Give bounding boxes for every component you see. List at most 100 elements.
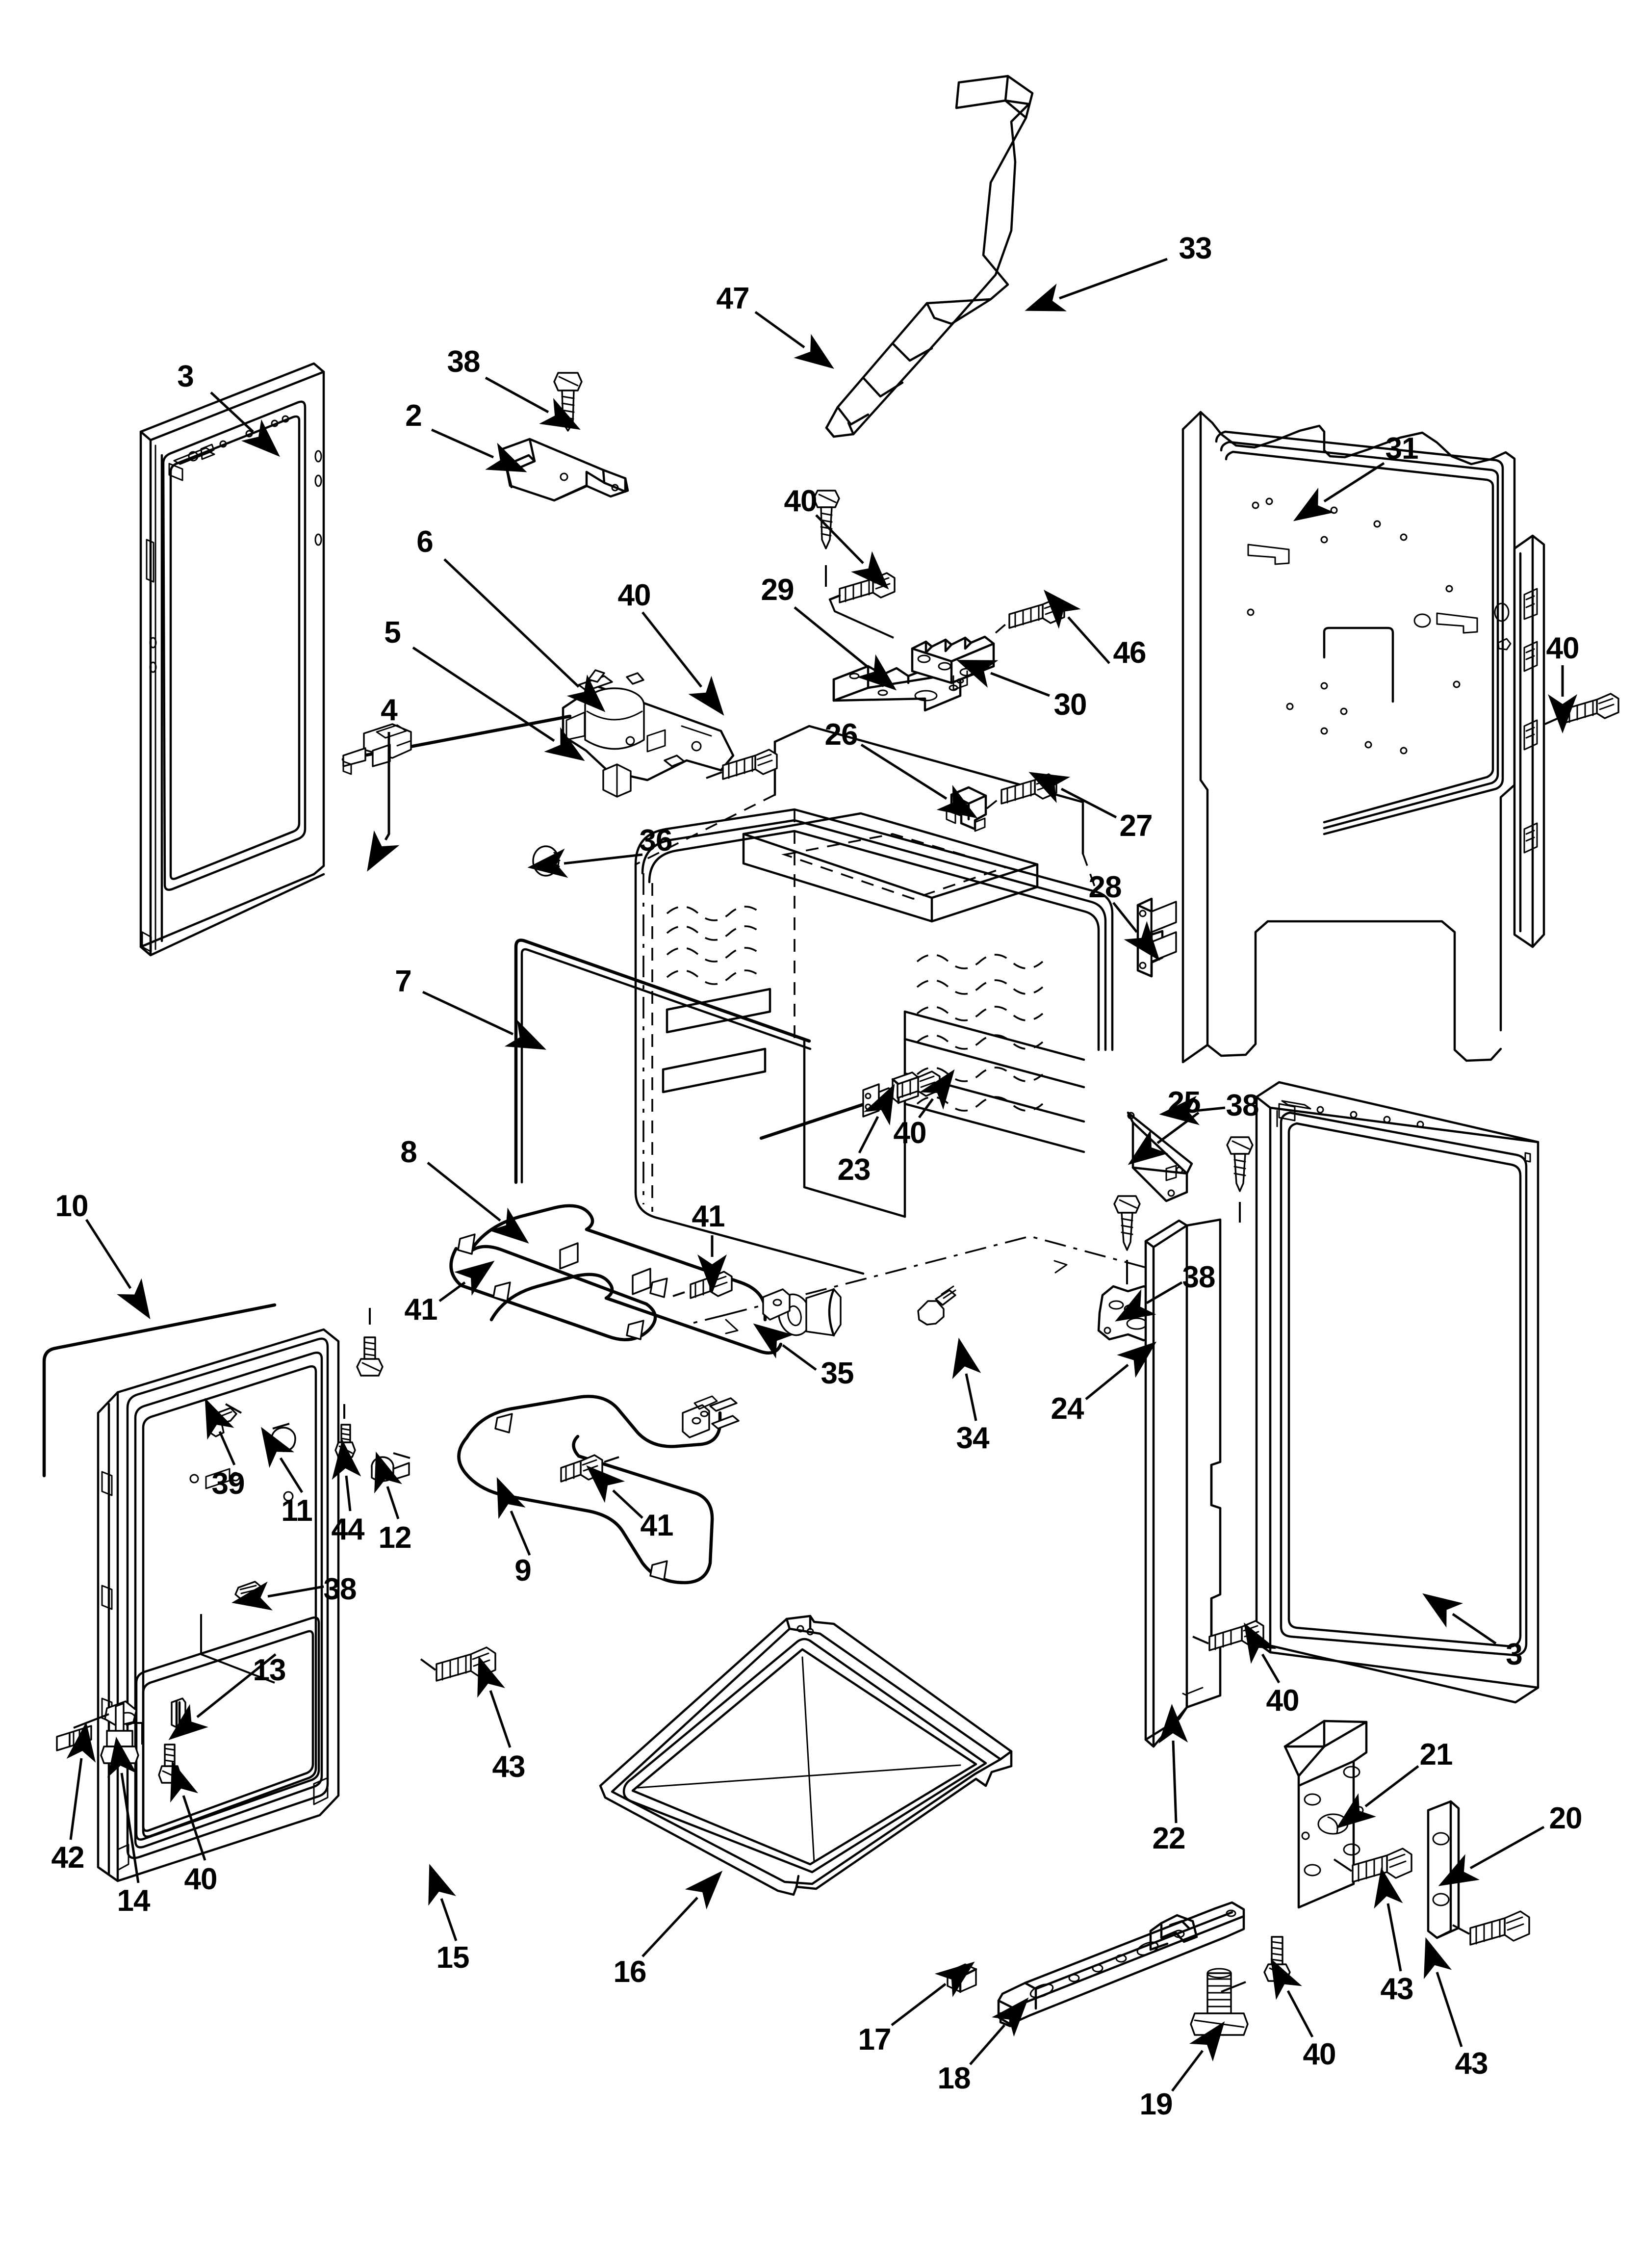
- callout-43-a[interactable]: 43: [492, 1750, 526, 1784]
- callout-39[interactable]: 39: [211, 1467, 245, 1501]
- callout-6[interactable]: 6: [416, 525, 433, 559]
- callout-43-b[interactable]: 43: [1380, 1972, 1414, 2006]
- callout-27[interactable]: 27: [1119, 809, 1153, 843]
- part-22-inner-side-liner: [1144, 1218, 1222, 1748]
- callout-29[interactable]: 29: [761, 573, 795, 607]
- part-41-screw-element-c: [560, 1454, 619, 1483]
- callout-2[interactable]: 2: [405, 399, 422, 433]
- callout-22[interactable]: 22: [1152, 1822, 1186, 1855]
- part-34-oven-light-bulb: [917, 1285, 956, 1326]
- callout-5[interactable]: 5: [384, 616, 401, 650]
- callout-12[interactable]: 12: [378, 1521, 412, 1555]
- part-6-door-lock-motor-assembly: [562, 669, 735, 798]
- part-2-bracket-vent-trim: [501, 438, 629, 502]
- part-7-frame-rod: [514, 938, 812, 1184]
- callout-36[interactable]: 36: [639, 824, 673, 858]
- callout-9[interactable]: 9: [514, 1554, 531, 1588]
- part-43-screw-slotted-hex-c: [1452, 1910, 1530, 1946]
- callout-34[interactable]: 34: [956, 1421, 990, 1455]
- callout-38[interactable]: 38: [447, 345, 481, 379]
- part-16-oven-bottom-panel: [599, 1615, 1013, 1896]
- callout-8[interactable]: 8: [400, 1135, 417, 1169]
- part-10-door-seal-rod: [42, 1303, 277, 1478]
- callout-40-e[interactable]: 40: [1266, 1684, 1300, 1718]
- part-9-broil-element: [457, 1395, 740, 1585]
- callout-21[interactable]: 21: [1419, 1738, 1453, 1772]
- callout-18[interactable]: 18: [937, 2061, 971, 2095]
- callout-38-b[interactable]: 38: [1226, 1089, 1259, 1122]
- part-36-cap-plug: [532, 845, 561, 877]
- callout-43-c[interactable]: 43: [1455, 2047, 1488, 2081]
- callout-11[interactable]: 11: [281, 1494, 313, 1528]
- part-38-screw-hex-head-c: [1113, 1195, 1141, 1284]
- part-40-screw-sheet-metal-c: [1544, 693, 1619, 725]
- callout-23[interactable]: 23: [837, 1153, 871, 1187]
- callout-40-d[interactable]: 40: [893, 1116, 927, 1150]
- callout-46[interactable]: 46: [1113, 636, 1147, 670]
- part-41-screw-element-b: [356, 1308, 384, 1377]
- leader-lines: [66, 258, 1577, 2092]
- part-3-right-side-panel: [1255, 1081, 1539, 1704]
- part-33-vent-duct-trim: [825, 75, 1034, 438]
- callout-14[interactable]: 14: [117, 1884, 151, 1918]
- part-43-screw-slotted-hex-b: [1333, 1848, 1412, 1883]
- callout-40-c[interactable]: 40: [1546, 631, 1580, 665]
- part-8-bake-element: [449, 1204, 791, 1355]
- callout-44[interactable]: 44: [331, 1512, 365, 1546]
- callout-40-f[interactable]: 40: [184, 1862, 218, 1896]
- callout-31[interactable]: 31: [1385, 432, 1419, 466]
- part-28-terminal-bracket: [1136, 897, 1177, 978]
- callout-7[interactable]: 7: [395, 965, 411, 998]
- part-14-leveling-stud: [100, 1700, 139, 1764]
- part-20-strike-plate: [1427, 1800, 1460, 1939]
- callout-17[interactable]: 17: [858, 2023, 892, 2057]
- callout-47[interactable]: 47: [716, 282, 750, 315]
- callout-42[interactable]: 42: [51, 1841, 85, 1875]
- part-4-wire-clip: [342, 723, 412, 775]
- callout-10[interactable]: 10: [55, 1189, 89, 1223]
- callout-30[interactable]: 30: [1053, 688, 1087, 722]
- callout-24[interactable]: 24: [1051, 1392, 1084, 1426]
- part-26-clip-bracket: [946, 786, 987, 832]
- callout-3-b[interactable]: 3: [1506, 1638, 1522, 1671]
- part-17-clip-retainer: [946, 1963, 977, 1993]
- callout-25[interactable]: 25: [1167, 1086, 1201, 1120]
- part-43-screw-slotted-hex-a: [420, 1646, 496, 1682]
- callout-20[interactable]: 20: [1549, 1801, 1583, 1835]
- part-38-screw-hex-head-a: [553, 372, 583, 432]
- callout-41-a[interactable]: 41: [692, 1199, 725, 1233]
- callout-16[interactable]: 16: [613, 1955, 647, 1989]
- callout-19[interactable]: 19: [1139, 2087, 1173, 2121]
- part-13-latch-keeper: [171, 1697, 186, 1730]
- part-42-screw-small: [56, 1725, 92, 1751]
- callout-41-b[interactable]: 41: [404, 1293, 438, 1327]
- callout-38-d[interactable]: 38: [323, 1572, 357, 1606]
- part-46-screw-terminal: [995, 598, 1065, 634]
- part-12-grommet-stud: [371, 1456, 410, 1482]
- callout-26[interactable]: 26: [824, 718, 858, 752]
- callout-33[interactable]: 33: [1179, 232, 1212, 265]
- part-40-screw-sheet-metal-a: [706, 749, 778, 780]
- part-11-spacer-bushing: [271, 1427, 296, 1452]
- part-19-leveling-leg: [1190, 1968, 1249, 2036]
- part-41-screw-element-a: [672, 1271, 733, 1299]
- callout-40-g[interactable]: 40: [1303, 2037, 1336, 2071]
- callout-41-c[interactable]: 41: [640, 1509, 674, 1542]
- callout-40-b[interactable]: 40: [784, 484, 818, 518]
- callout-40-a[interactable]: 40: [617, 578, 651, 612]
- callout-13[interactable]: 13: [253, 1653, 286, 1687]
- callout-35[interactable]: 35: [821, 1356, 854, 1390]
- callout-15[interactable]: 15: [436, 1941, 470, 1975]
- part-31-rear-panel: [1181, 411, 1545, 1064]
- callout-38-c[interactable]: 38: [1182, 1260, 1216, 1294]
- part-15-rear-panel-lower: [97, 1328, 410, 1882]
- part-38-screw-hex-head-b: [1226, 1136, 1254, 1223]
- callout-4[interactable]: 4: [381, 693, 397, 727]
- callout-28[interactable]: 28: [1088, 870, 1122, 904]
- callout-3[interactable]: 3: [177, 360, 194, 393]
- part-40-screw-sheet-metal-b: [828, 572, 896, 639]
- oven-cavity-phantom-outline: [634, 725, 1158, 1334]
